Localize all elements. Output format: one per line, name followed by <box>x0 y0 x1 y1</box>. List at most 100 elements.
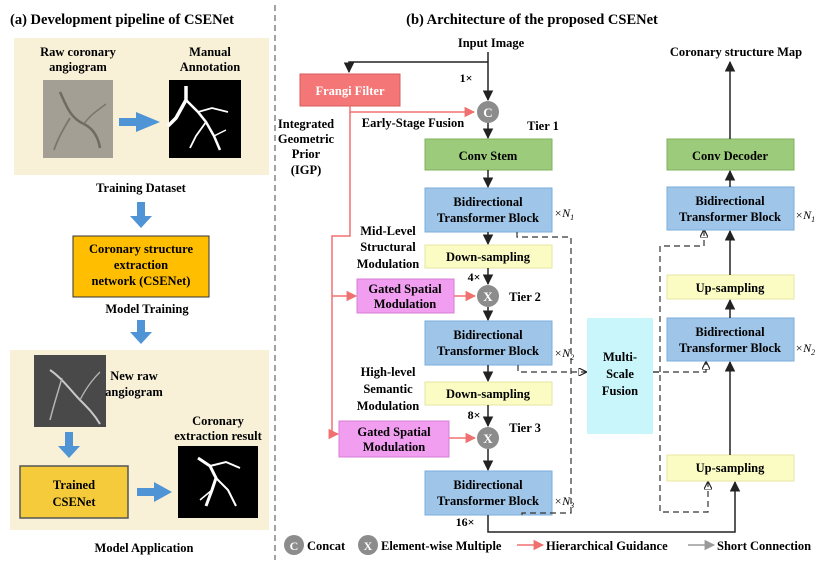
trained-csenet-label-1: Trained <box>53 478 95 492</box>
gsm-1-label-1: Gated Spatial <box>368 282 442 296</box>
output-map-label: Coronary structure Map <box>670 45 802 59</box>
high-level-label-2: Semantic <box>363 382 413 396</box>
training-dataset-label: Training Dataset <box>96 181 187 195</box>
multiply-symbol-1: X <box>483 289 493 304</box>
manual-annotation-image <box>166 80 241 158</box>
igp-label-2: Geometric <box>278 132 335 146</box>
scale-1x-label: 1× <box>460 71 473 85</box>
bt-block-enc1-label-1: Bidirectional <box>453 195 523 209</box>
mid-level-label-3: Modulation <box>357 257 420 271</box>
msf-label-2: Scale <box>606 367 634 381</box>
short-connection <box>517 365 586 372</box>
legend-concat-label: Concat <box>307 539 346 553</box>
network-box <box>72 235 210 298</box>
extraction-result-label-2: extraction result <box>174 429 262 443</box>
short-connection <box>653 362 706 373</box>
bt-block-dec1 <box>666 186 795 231</box>
conv-stem-label: Conv Stem <box>459 149 518 163</box>
bt-block-dec1-label-1: Bidirectional <box>695 194 765 208</box>
short-connection <box>653 371 708 513</box>
manual-annotation-label-1: Manual <box>189 45 231 59</box>
bt-block-enc1-label-2: Transformer Block <box>437 211 539 225</box>
down-sampling-2-label: Down-sampling <box>446 387 531 401</box>
trained-csenet-label-2: CSENet <box>52 495 96 509</box>
guidance-connector <box>331 112 351 435</box>
raw-angiogram-label-2: angiogram <box>49 60 107 74</box>
network-label-3: network (CSENet) <box>92 274 191 288</box>
legend-multiply-icon <box>358 535 378 555</box>
repeat-n3-label: ×N3 <box>554 494 574 510</box>
mid-level-label-1: Mid-Level <box>360 224 416 238</box>
trained-csenet-box <box>19 465 129 519</box>
raw-angiogram-label-1: Raw coronary <box>40 45 117 59</box>
bt-block-dec2-label-2: Transformer Block <box>679 341 781 355</box>
conv-stem-box <box>424 138 553 171</box>
repeat-n1-label: ×N1 <box>554 206 574 222</box>
conv-decoder-box <box>666 138 795 171</box>
tier2-label: Tier 2 <box>509 290 541 304</box>
igp-label-1: Integrated <box>278 117 334 131</box>
repeat-n2-label: ×N2 <box>554 346 574 362</box>
gsm-2-label-1: Gated Spatial <box>357 425 431 439</box>
legend-multiply-symbol: X <box>364 539 373 553</box>
scale-16x-label: 16× <box>456 515 475 529</box>
bt-block-enc3-label-1: Bidirectional <box>453 478 523 492</box>
legend-multiply-label: Element-wise Multiple <box>381 539 502 553</box>
tier1-label: Tier 1 <box>527 119 559 133</box>
frangi-filter-label: Frangi Filter <box>315 84 385 98</box>
msf-label-3: Fusion <box>602 384 638 398</box>
tier3-label: Tier 3 <box>509 421 541 435</box>
model-application-label: Model Application <box>95 541 194 555</box>
bt-block-dec1-label-2: Transformer Block <box>679 210 781 224</box>
early-fusion-label: Early-Stage Fusion <box>362 116 464 130</box>
bt-block-enc2-label-2: Transformer Block <box>437 344 539 358</box>
network-label-1: Coronary structure <box>89 242 193 256</box>
arrow-down-icon <box>130 320 152 344</box>
up-sampling-2 <box>666 454 795 482</box>
gsm-2-label-2: Modulation <box>363 440 426 454</box>
model-training-label: Model Training <box>105 302 189 316</box>
connector <box>343 61 488 74</box>
repeat-n1-dec-label: ×N1 <box>795 208 815 224</box>
new-angiogram-label-2: angiogram <box>105 385 163 399</box>
input-image-label: Input Image <box>458 36 525 50</box>
short-connection <box>659 230 704 372</box>
repeat-n2-dec-label: ×N2 <box>795 341 815 357</box>
gsm-1-label-2: Modulation <box>374 297 437 311</box>
high-level-label-1: High-level <box>361 365 416 379</box>
new-angiogram-label-1: New raw <box>110 369 158 383</box>
bt-block-enc1 <box>424 187 553 233</box>
multiply-symbol-2: X <box>483 431 493 446</box>
down-sampling-1-label: Down-sampling <box>446 250 531 264</box>
arrow-down-icon <box>58 432 80 458</box>
bottleneck-connector <box>487 480 741 533</box>
panel-a-title: (a) Development pipeline of CSENet <box>10 12 234 28</box>
bt-block-enc2 <box>424 320 553 366</box>
bt-block-dec2 <box>666 317 795 362</box>
raw-angiogram-image <box>43 80 113 158</box>
guidance-connector <box>349 106 476 118</box>
up-sampling-1-label: Up-sampling <box>696 281 766 295</box>
panel-b-title: (b) Architecture of the proposed CSENet <box>406 12 658 28</box>
arrow-right-icon <box>137 482 172 502</box>
bt-block-enc2-label-1: Bidirectional <box>453 328 523 342</box>
msf-label-1: Multi- <box>603 350 637 364</box>
conv-decoder-label: Conv Decoder <box>692 149 768 163</box>
igp-label-3: Prior <box>292 147 321 161</box>
concat-node <box>477 101 499 123</box>
legend-concat-symbol: C <box>290 539 299 553</box>
arrow-right-icon <box>119 112 160 132</box>
scale-4x-label: 4× <box>468 270 481 284</box>
new-angiogram-image <box>34 355 106 427</box>
bt-block-enc3-label-2: Transformer Block <box>437 494 539 508</box>
multi-scale-fusion-box <box>587 318 653 434</box>
high-level-label-3: Modulation <box>357 399 420 413</box>
gsm-box-2 <box>338 420 450 458</box>
concat-symbol: C <box>483 105 492 120</box>
bt-block-enc3 <box>424 470 553 516</box>
gsm-box-1 <box>356 278 455 314</box>
legend-concat-icon <box>284 535 304 555</box>
arrow-down-icon <box>130 202 152 228</box>
extraction-result-image <box>178 446 258 518</box>
